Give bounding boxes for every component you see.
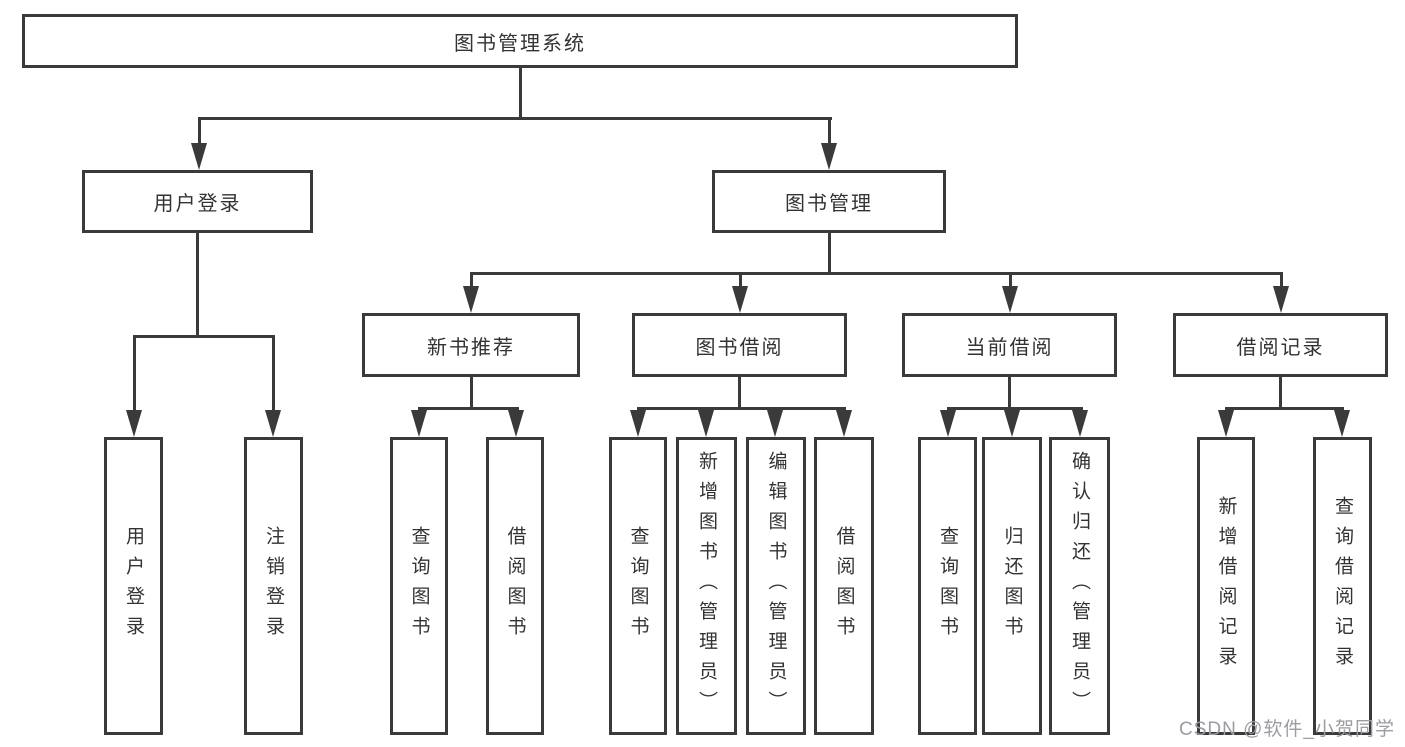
leaf-confirm-return-admin: 确认归还（管理员）: [1049, 437, 1110, 735]
connector-line: [828, 117, 831, 149]
connector-line: [738, 377, 741, 409]
connector-line: [133, 335, 275, 338]
connector-line: [1225, 407, 1344, 410]
arrow-down-icon: [411, 410, 427, 437]
connector-line: [1279, 377, 1282, 409]
node-book-borrow: 图书借阅: [632, 313, 847, 377]
node-book-management: 图书管理: [712, 170, 946, 233]
leaf-borrow-books-1: 借阅图书: [486, 437, 544, 735]
leaf-borrow-books-2: 借阅图书: [814, 437, 874, 735]
arrow-down-icon: [732, 286, 748, 313]
connector-line: [1009, 272, 1012, 290]
connector-line: [1280, 272, 1283, 290]
arrow-down-icon: [1072, 410, 1088, 437]
arrow-down-icon: [698, 410, 714, 437]
arrow-down-icon: [265, 410, 281, 437]
leaf-logout: 注销登录: [244, 437, 303, 735]
connector-line: [470, 272, 473, 290]
arrow-down-icon: [821, 143, 837, 170]
leaf-query-books-1: 查询图书: [390, 437, 448, 735]
node-new-book-recommend: 新书推荐: [362, 313, 580, 377]
arrow-down-icon: [1273, 286, 1289, 313]
arrow-down-icon: [940, 410, 956, 437]
connector-line: [198, 117, 832, 120]
arrow-down-icon: [508, 410, 524, 437]
watermark-text: CSDN @软件_小贺同学: [1179, 719, 1395, 740]
leaf-edit-book-admin: 编辑图书（管理员）: [746, 437, 806, 735]
leaf-user-login: 用户登录: [104, 437, 163, 735]
arrow-down-icon: [463, 286, 479, 313]
leaf-add-borrow-record: 新增借阅记录: [1197, 437, 1255, 735]
connector-line: [418, 407, 519, 410]
node-user-login: 用户登录: [82, 170, 313, 233]
connector-line: [470, 377, 473, 409]
connector-line: [1008, 377, 1011, 409]
arrow-down-icon: [836, 410, 852, 437]
arrow-down-icon: [767, 410, 783, 437]
arrow-down-icon: [630, 410, 646, 437]
connector-line: [828, 233, 831, 275]
leaf-query-books-3: 查询图书: [918, 437, 977, 735]
connector-line: [519, 68, 522, 120]
leaf-return-books: 归还图书: [982, 437, 1042, 735]
arrow-down-icon: [1002, 286, 1018, 313]
arrow-down-icon: [191, 143, 207, 170]
connector-line: [196, 233, 199, 338]
leaf-add-book-admin: 新增图书（管理员）: [676, 437, 737, 735]
node-current-borrow: 当前借阅: [902, 313, 1117, 377]
connector-line: [133, 335, 136, 415]
connector-line: [272, 335, 275, 415]
arrow-down-icon: [1218, 410, 1234, 437]
leaf-query-books-2: 查询图书: [609, 437, 667, 735]
node-borrow-records: 借阅记录: [1173, 313, 1388, 377]
connector-line: [739, 272, 742, 290]
connector-line: [637, 407, 846, 410]
leaf-query-borrow-record: 查询借阅记录: [1313, 437, 1372, 735]
arrow-down-icon: [126, 410, 142, 437]
connector-line: [470, 272, 1282, 275]
connector-line: [947, 407, 1083, 410]
arrow-down-icon: [1334, 410, 1350, 437]
connector-line: [198, 117, 201, 149]
node-root: 图书管理系统: [22, 14, 1018, 68]
arrow-down-icon: [1004, 410, 1020, 437]
